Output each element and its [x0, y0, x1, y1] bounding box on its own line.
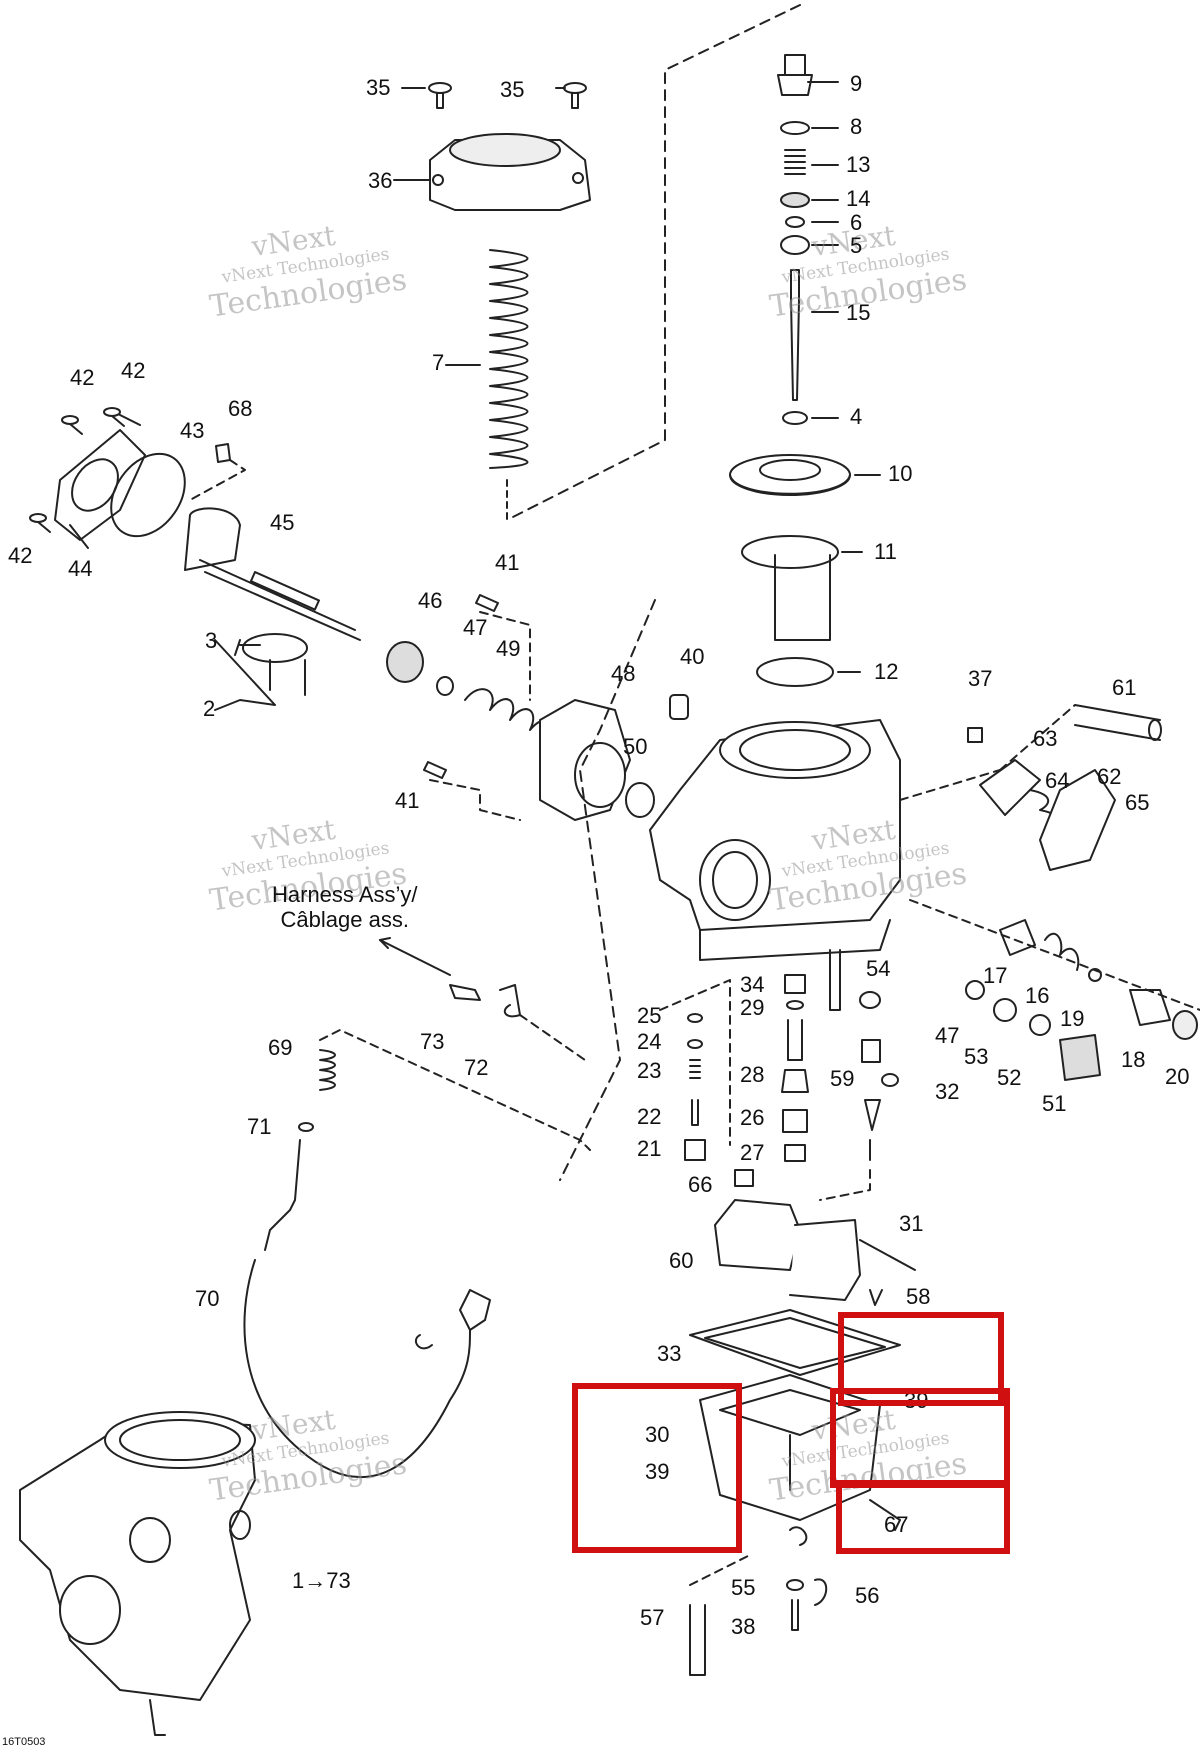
- part-label: 24: [637, 1029, 662, 1054]
- part-label: 31: [899, 1211, 924, 1236]
- part-label: 47: [463, 615, 488, 640]
- part-label: 66: [688, 1172, 713, 1197]
- highlight-box: [572, 1383, 742, 1553]
- part-label: 39: [645, 1459, 670, 1484]
- part-label: 57: [640, 1605, 665, 1630]
- part-label: 16: [1025, 983, 1050, 1008]
- part-label: 40: [680, 644, 705, 669]
- part-label: 34: [740, 972, 765, 997]
- part-label: 72: [464, 1055, 489, 1080]
- highlight-box: [830, 1388, 1010, 1488]
- part-label: 49: [496, 636, 521, 661]
- part-label: 63: [1033, 726, 1058, 751]
- part-label: 35: [500, 77, 525, 102]
- part-label: 26: [740, 1105, 765, 1130]
- part-label: 23: [637, 1058, 662, 1083]
- part-label: 50: [623, 734, 648, 759]
- part-label: 64: [1045, 768, 1070, 793]
- part-label: 18: [1121, 1047, 1146, 1072]
- harness-label: Harness Ass’y/ Câblage ass.: [272, 882, 418, 933]
- part-label: 7: [432, 350, 445, 375]
- part-label: 70: [195, 1286, 220, 1311]
- part-label: 27: [740, 1140, 765, 1165]
- part-label: 32: [935, 1079, 960, 1104]
- part-label: 41: [395, 788, 420, 813]
- part-label: 54: [866, 956, 891, 981]
- part-label: 38: [731, 1614, 756, 1639]
- part-label: 28: [740, 1062, 765, 1087]
- part-label: 62: [1097, 764, 1122, 789]
- part-label: 13: [846, 152, 871, 177]
- part-label: 55: [731, 1575, 756, 1600]
- part-label: 12: [874, 659, 899, 684]
- part-label: 52: [997, 1065, 1022, 1090]
- part-label: 42: [70, 365, 95, 390]
- highlight-box: [836, 1480, 1010, 1554]
- part-label: 48: [611, 661, 636, 686]
- part-label: 46: [418, 588, 443, 613]
- part-label: 41: [495, 550, 520, 575]
- part-label: 65: [1125, 790, 1150, 815]
- part-label: 10: [888, 461, 913, 486]
- part-label: 37: [968, 666, 993, 691]
- part-label: 29: [740, 995, 765, 1020]
- part-label: 33: [657, 1341, 682, 1366]
- part-label: 4: [850, 404, 863, 429]
- part-label: 56: [855, 1583, 880, 1608]
- part-label: 20: [1165, 1064, 1190, 1089]
- part-label: 3: [205, 628, 218, 653]
- part-label: 22: [637, 1104, 662, 1129]
- part-label: 5: [850, 233, 863, 258]
- part-label: 59: [830, 1066, 855, 1091]
- part-label: 42: [121, 358, 146, 383]
- part-label: 42: [8, 543, 33, 568]
- part-label: 44: [68, 556, 93, 581]
- part-label: 11: [874, 539, 897, 564]
- part-label: 36: [368, 168, 393, 193]
- part-label: 14: [846, 186, 871, 211]
- part-label: 51: [1042, 1091, 1067, 1116]
- part-label: 25: [637, 1003, 662, 1028]
- part-label: 30: [645, 1422, 670, 1447]
- part-label: 60: [669, 1248, 694, 1273]
- part-label: 35: [366, 75, 391, 100]
- part-label: 9: [850, 71, 863, 96]
- part-label: 71: [247, 1114, 272, 1139]
- part-label: 58: [906, 1284, 931, 1309]
- drawing-code: 16T0503: [2, 1736, 46, 1748]
- part-label: 69: [268, 1035, 293, 1060]
- part-label: 6: [850, 210, 863, 235]
- part-label: 2: [203, 696, 216, 721]
- part-label: 67: [884, 1512, 909, 1537]
- part-label: 61: [1112, 675, 1137, 700]
- highlight-box: [838, 1312, 1004, 1406]
- part-label: 73: [420, 1029, 445, 1054]
- part-label: 8: [850, 114, 863, 139]
- part-label: 15: [846, 300, 871, 325]
- harness-label-text: Harness Ass’y/ Câblage ass.: [272, 882, 418, 933]
- part-label: 21: [637, 1136, 662, 1161]
- part-label: 47: [935, 1023, 960, 1048]
- part-label: 53: [964, 1044, 989, 1069]
- part-label: 19: [1060, 1006, 1085, 1031]
- part-label: 17: [983, 963, 1008, 988]
- part-label: 43: [180, 418, 205, 443]
- part-label: 45: [270, 510, 295, 535]
- part-label: 68: [228, 396, 253, 421]
- part-label: 1→73: [292, 1568, 351, 1593]
